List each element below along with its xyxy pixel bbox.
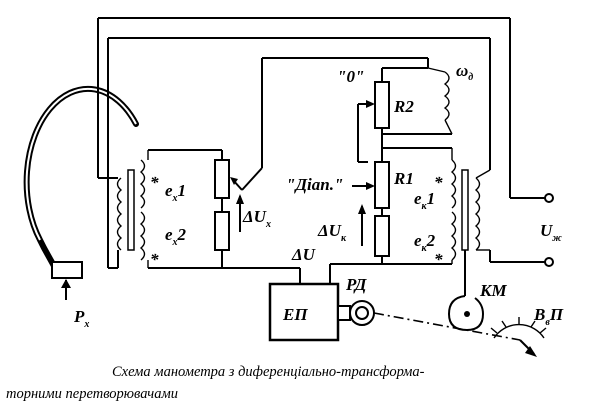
reversible-motor — [337, 300, 375, 326]
zero-branch — [358, 67, 453, 135]
secondary-device-scale — [490, 317, 547, 357]
left-star-bottom: * — [150, 250, 159, 269]
motor-shaft — [373, 312, 521, 341]
ex2-label: ex2 — [165, 225, 187, 248]
pressure-label: Px — [73, 307, 89, 330]
delta-uk-label: ΔUк — [317, 221, 347, 244]
right-star-bottom: * — [434, 250, 443, 269]
supply-terminal-bottom — [544, 257, 554, 267]
r2-label: R2 — [393, 97, 414, 116]
bourdon-tube — [23, 85, 139, 300]
zero-label: "0" — [337, 67, 364, 86]
delta-u-label: ΔU — [291, 245, 316, 264]
cam-mechanism — [447, 295, 485, 332]
range-label: "Діап." — [286, 175, 343, 194]
ek2-label: eк2 — [414, 231, 436, 254]
cam-label: КМ — [479, 281, 508, 300]
secondary-device-label: ВвП — [533, 305, 564, 328]
range-branch — [352, 104, 452, 265]
motor-label: РД — [345, 275, 368, 294]
caption-line1: Схема манометра з диференціально-трансфо… — [112, 364, 425, 380]
amplifier-label: ЕП — [282, 305, 308, 324]
electronic-amplifier — [268, 282, 340, 342]
left-star-top: * — [150, 173, 159, 192]
supply-voltage-label: Uж — [540, 221, 562, 244]
r1-label: R1 — [393, 169, 414, 188]
amplifier-wiring — [222, 263, 382, 284]
omega-label: ωд — [456, 61, 473, 83]
right-transducer — [450, 148, 491, 296]
ek1-label: eк1 — [414, 189, 435, 212]
left-resistors — [148, 149, 244, 269]
left-transducer — [116, 150, 149, 268]
supply-wiring — [97, 17, 545, 269]
right-star-top: * — [434, 173, 443, 192]
caption-line2: торними перетворювачами — [6, 386, 178, 402]
delta-ux-label: ΔUx — [242, 207, 271, 230]
ex1-label: ex1 — [165, 181, 186, 204]
supply-terminal-top — [544, 193, 554, 203]
